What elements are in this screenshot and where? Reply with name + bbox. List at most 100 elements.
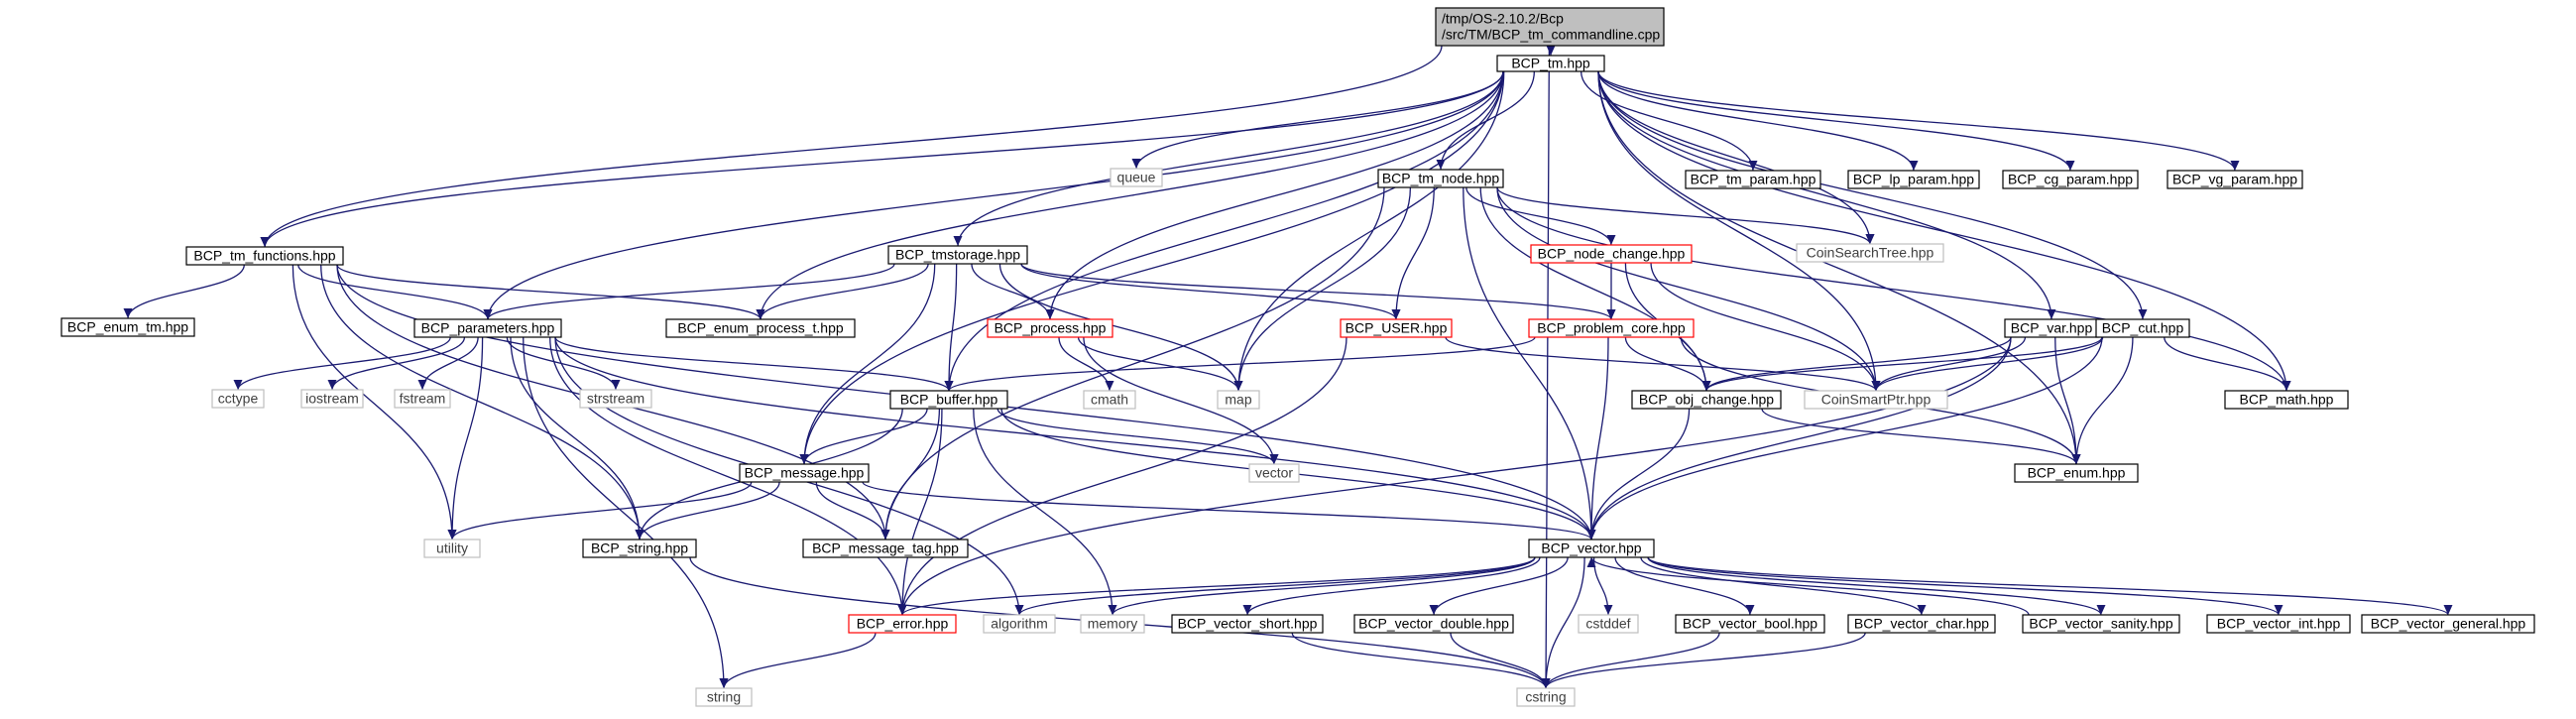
- arrowhead-parameters-to-iostream: [327, 380, 337, 390]
- nodes-layer: /tmp/OS-2.10.2/Bcp/src/TM/BCP_tm_command…: [60, 7, 2535, 707]
- node-label-fstream: fstream: [400, 391, 446, 407]
- edge-tm-to-enum_process_t: [760, 70, 1504, 320]
- node-label-var: BCP_var.hpp: [2011, 320, 2093, 336]
- arrowhead-tmstorage-to-enum_process_t: [756, 309, 765, 319]
- node-box-vector_sanity: [2022, 614, 2180, 634]
- node-label-vector_bool: BCP_vector_bool.hpp: [1683, 616, 1817, 632]
- edge-process-to-vector_std: [1083, 336, 1275, 465]
- node-box-error: [848, 614, 957, 634]
- node-tmstorage[interactable]: BCP_tmstorage.hpp: [887, 245, 1028, 265]
- node-box-enum: [2014, 463, 2139, 483]
- edge-buffer-to-message_tag: [884, 408, 941, 540]
- edge-tm-to-var: [1597, 70, 2052, 320]
- node-tm_node[interactable]: BCP_tm_node.hpp: [1377, 169, 1504, 188]
- node-box-string_hpp: [582, 539, 697, 558]
- edge-tm_functions-to-utility: [292, 264, 453, 540]
- node-vector_hpp[interactable]: BCP_vector.hpp: [1528, 539, 1655, 558]
- edge-vector_hpp-to-vector_short: [1246, 556, 1541, 616]
- node-box-vector_hpp: [1528, 539, 1655, 558]
- edge-tm-to-coinsmartptr: [1597, 70, 1877, 392]
- arrowhead-vector_hpp-to-vector_int: [2274, 605, 2283, 615]
- node-box-tm: [1496, 55, 1605, 72]
- node-vector_char[interactable]: BCP_vector_char.hpp: [1847, 614, 1996, 634]
- node-box-algorithm: [983, 614, 1056, 634]
- edge-process-to-map: [1077, 336, 1239, 392]
- node-string_hpp[interactable]: BCP_string.hpp: [582, 539, 697, 558]
- node-tm_functions[interactable]: BCP_tm_functions.hpp: [185, 246, 344, 266]
- node-box-message_tag: [802, 539, 969, 558]
- node-tm_param[interactable]: BCP_tm_param.hpp: [1685, 170, 1821, 189]
- arrowhead-tm_node-to-coinsearchtree: [1865, 234, 1875, 244]
- node-message_tag[interactable]: BCP_message_tag.hpp: [802, 539, 969, 558]
- node-vector_general[interactable]: BCP_vector_general.hpp: [2361, 614, 2535, 634]
- node-vector_double[interactable]: BCP_vector_double.hpp: [1353, 614, 1514, 634]
- node-root[interactable]: /tmp/OS-2.10.2/Bcp/src/TM/BCP_tm_command…: [1435, 7, 1665, 47]
- node-label-cmath: cmath: [1091, 392, 1128, 408]
- node-error[interactable]: BCP_error.hpp: [848, 614, 957, 634]
- edge-error-to-string_std: [723, 632, 877, 689]
- edge-tm-to-tm_param: [1580, 70, 1754, 172]
- edge-var-to-obj_change: [1705, 336, 2012, 392]
- edge-vector_hpp-to-error: [901, 556, 1536, 616]
- arrowhead-vector_hpp-to-algorithm: [1014, 605, 1024, 615]
- node-vector_int[interactable]: BCP_vector_int.hpp: [2206, 614, 2351, 634]
- node-vg_param[interactable]: BCP_vg_param.hpp: [2166, 170, 2303, 189]
- node-box-cctype: [211, 389, 265, 409]
- node-vector_bool[interactable]: BCP_vector_bool.hpp: [1675, 614, 1825, 634]
- edge-vector_sanity-to-vector_hpp: [1590, 556, 2030, 616]
- node-user[interactable]: BCP_USER.hpp: [1340, 318, 1453, 338]
- node-var[interactable]: BCP_var.hpp: [2004, 318, 2099, 338]
- node-lp_param[interactable]: BCP_lp_param.hpp: [1847, 170, 1980, 189]
- node-enum_tm[interactable]: BCP_enum_tm.hpp: [60, 317, 195, 337]
- node-box-root: [1435, 7, 1665, 47]
- node-label-math: BCP_math.hpp: [2240, 392, 2334, 408]
- node-enum_process_t[interactable]: BCP_enum_process_t.hpp: [665, 318, 856, 338]
- edge-tm_node-to-coinsmartptr: [1496, 186, 1877, 392]
- node-label-tm_functions: BCP_tm_functions.hpp: [193, 248, 335, 264]
- edge-tm_node-to-coinsearchtree: [1496, 186, 1871, 245]
- node-tm[interactable]: BCP_tm.hpp: [1496, 55, 1605, 72]
- node-cut[interactable]: BCP_cut.hpp: [2095, 318, 2190, 338]
- arrowhead-process-to-cmath: [1105, 381, 1114, 391]
- node-parameters[interactable]: BCP_parameters.hpp: [413, 318, 562, 338]
- node-utility: utility: [423, 539, 481, 558]
- node-buffer[interactable]: BCP_buffer.hpp: [889, 390, 1008, 410]
- node-vector_sanity[interactable]: BCP_vector_sanity.hpp: [2022, 614, 2180, 634]
- edge-tm_functions-to-enum_process_t: [336, 264, 761, 320]
- node-box-vector_char: [1847, 614, 1996, 634]
- edge-tm-to-lp_param: [1597, 70, 1915, 172]
- node-box-cut: [2095, 318, 2190, 338]
- edge-tmstorage-to-buffer: [948, 263, 958, 392]
- arrowhead-tm-to-lp_param: [1909, 161, 1919, 171]
- node-vector_short[interactable]: BCP_vector_short.hpp: [1171, 614, 1324, 634]
- edge-tm-to-coinsearchtree: [1597, 70, 1871, 245]
- node-box-process: [987, 318, 1113, 338]
- edge-node_change-to-coinsmartptr: [1650, 262, 1877, 392]
- node-process[interactable]: BCP_process.hpp: [987, 318, 1113, 338]
- node-node_change[interactable]: BCP_node_change.hpp: [1530, 244, 1693, 264]
- node-queue: queue: [1110, 168, 1163, 187]
- node-cg_param[interactable]: BCP_cg_param.hpp: [2002, 170, 2139, 189]
- node-label-vector_char: BCP_vector_char.hpp: [1854, 616, 1989, 632]
- node-problem_core[interactable]: BCP_problem_core.hpp: [1528, 318, 1695, 338]
- node-label-vector_general: BCP_vector_general.hpp: [2371, 616, 2526, 632]
- node-enum[interactable]: BCP_enum.hpp: [2014, 463, 2139, 483]
- edge-tm_functions-to-parameters: [297, 264, 489, 320]
- edge-tmstorage-to-problem_core: [1020, 263, 1612, 320]
- node-math[interactable]: BCP_math.hpp: [2224, 390, 2349, 410]
- node-cstring: cstring: [1516, 687, 1576, 707]
- node-label-user: BCP_USER.hpp: [1346, 320, 1448, 336]
- edge-parameters-to-iostream: [331, 336, 466, 391]
- node-label-enum: BCP_enum.hpp: [2028, 465, 2126, 481]
- edge-parameters-to-buffer: [554, 336, 950, 392]
- node-obj_change[interactable]: BCP_obj_change.hpp: [1631, 390, 1782, 410]
- node-box-coinsearchtree: [1796, 243, 1944, 263]
- node-label-enum_process_t: BCP_enum_process_t.hpp: [677, 320, 844, 336]
- edge-vector_hpp-to-vector_general: [1647, 556, 2449, 616]
- arrowhead-tm-to-tm_node: [1436, 160, 1446, 170]
- node-box-math: [2224, 390, 2349, 410]
- node-message[interactable]: BCP_message.hpp: [739, 463, 870, 483]
- arrowhead-buffer-to-message: [799, 454, 809, 464]
- node-iostream: iostream: [300, 389, 364, 409]
